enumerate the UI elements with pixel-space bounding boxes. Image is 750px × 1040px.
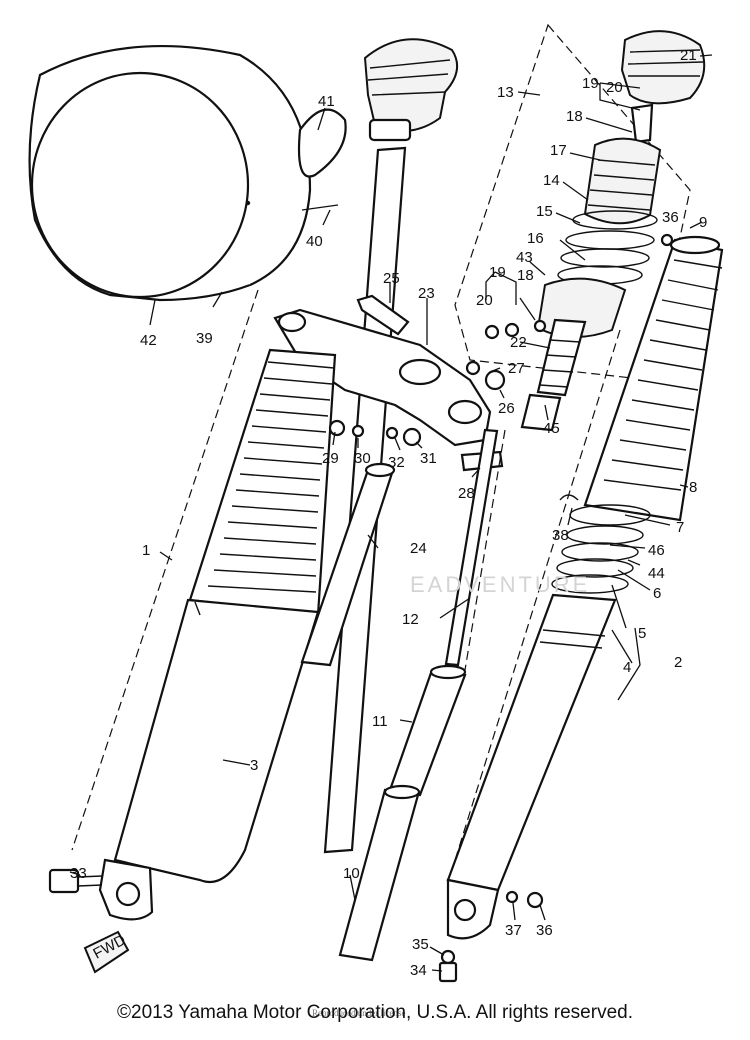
- callout-13: 13: [497, 84, 514, 101]
- callout-25: 25: [383, 270, 400, 287]
- callout-6: 6: [653, 585, 661, 602]
- callout-39: 39: [196, 330, 213, 347]
- callout-36b: 36: [536, 922, 553, 939]
- callout-45: 45: [543, 420, 560, 437]
- callout-16: 16: [527, 230, 544, 247]
- callout-24: 24: [410, 540, 427, 557]
- callout-14: 14: [543, 172, 560, 189]
- bracket-41: [297, 108, 347, 178]
- callout-28: 28: [458, 485, 475, 502]
- callout-32: 32: [388, 454, 405, 471]
- callout-26b: 26: [498, 400, 515, 417]
- leader-right-fork: [451, 329, 621, 871]
- callout-12: 12: [402, 611, 419, 628]
- callout-40: 40: [306, 233, 323, 250]
- callout-1: 1: [142, 542, 150, 559]
- callout-20b: 20: [476, 292, 493, 309]
- callout-33: 33: [70, 865, 87, 882]
- callout-29: 29: [322, 450, 339, 467]
- callout-19b: 19: [489, 264, 506, 281]
- right-outer-fork: [438, 233, 724, 983]
- callout-4: 4: [623, 659, 631, 676]
- callout-8: 8: [689, 479, 697, 496]
- callout-15: 15: [536, 203, 553, 220]
- callout-11: 11: [372, 713, 388, 730]
- callout-22: 22: [510, 334, 527, 351]
- callout-23: 23: [418, 285, 435, 302]
- leader-tube-1: [71, 289, 259, 851]
- copyright-notice: ©2013 Yamaha Motor Corporation, U.S.A. A…: [117, 1002, 633, 1023]
- callout-35: 35: [412, 936, 429, 953]
- callout-17: 17: [550, 142, 567, 159]
- callout-2: 2: [674, 654, 682, 671]
- callout-44: 44: [648, 565, 665, 582]
- callout-41: 41: [318, 93, 335, 110]
- watermark: EADVENTURE: [410, 572, 591, 597]
- callout-5: 5: [638, 625, 646, 642]
- callout-19a: 19: [582, 75, 599, 92]
- callout-27: 27: [508, 360, 525, 377]
- leader-tube-12: [464, 429, 506, 671]
- stem-tube-24: [300, 462, 396, 667]
- callout-36a: 36: [662, 209, 679, 226]
- callout-34: 34: [410, 962, 427, 979]
- callout-46: 46: [648, 542, 665, 559]
- callout-7: 7: [676, 519, 684, 536]
- callout-43: 43: [516, 249, 533, 266]
- callout-18a: 18: [566, 108, 583, 125]
- callout-30: 30: [354, 450, 371, 467]
- callout-9: 9: [699, 214, 707, 231]
- callout-21: 21: [680, 47, 697, 64]
- callout-20a: 20: [606, 79, 623, 96]
- callout-3: 3: [250, 757, 258, 774]
- callout-18b: 18: [517, 267, 534, 284]
- callout-37: 37: [505, 922, 522, 939]
- license-note: Reproduced under license: [312, 1008, 406, 1018]
- callout-38: 38: [552, 527, 569, 544]
- callout-10: 10: [343, 865, 360, 882]
- callout-42: 42: [140, 332, 157, 349]
- callout-31: 31: [420, 450, 437, 467]
- headlight-shell: [28, 45, 312, 302]
